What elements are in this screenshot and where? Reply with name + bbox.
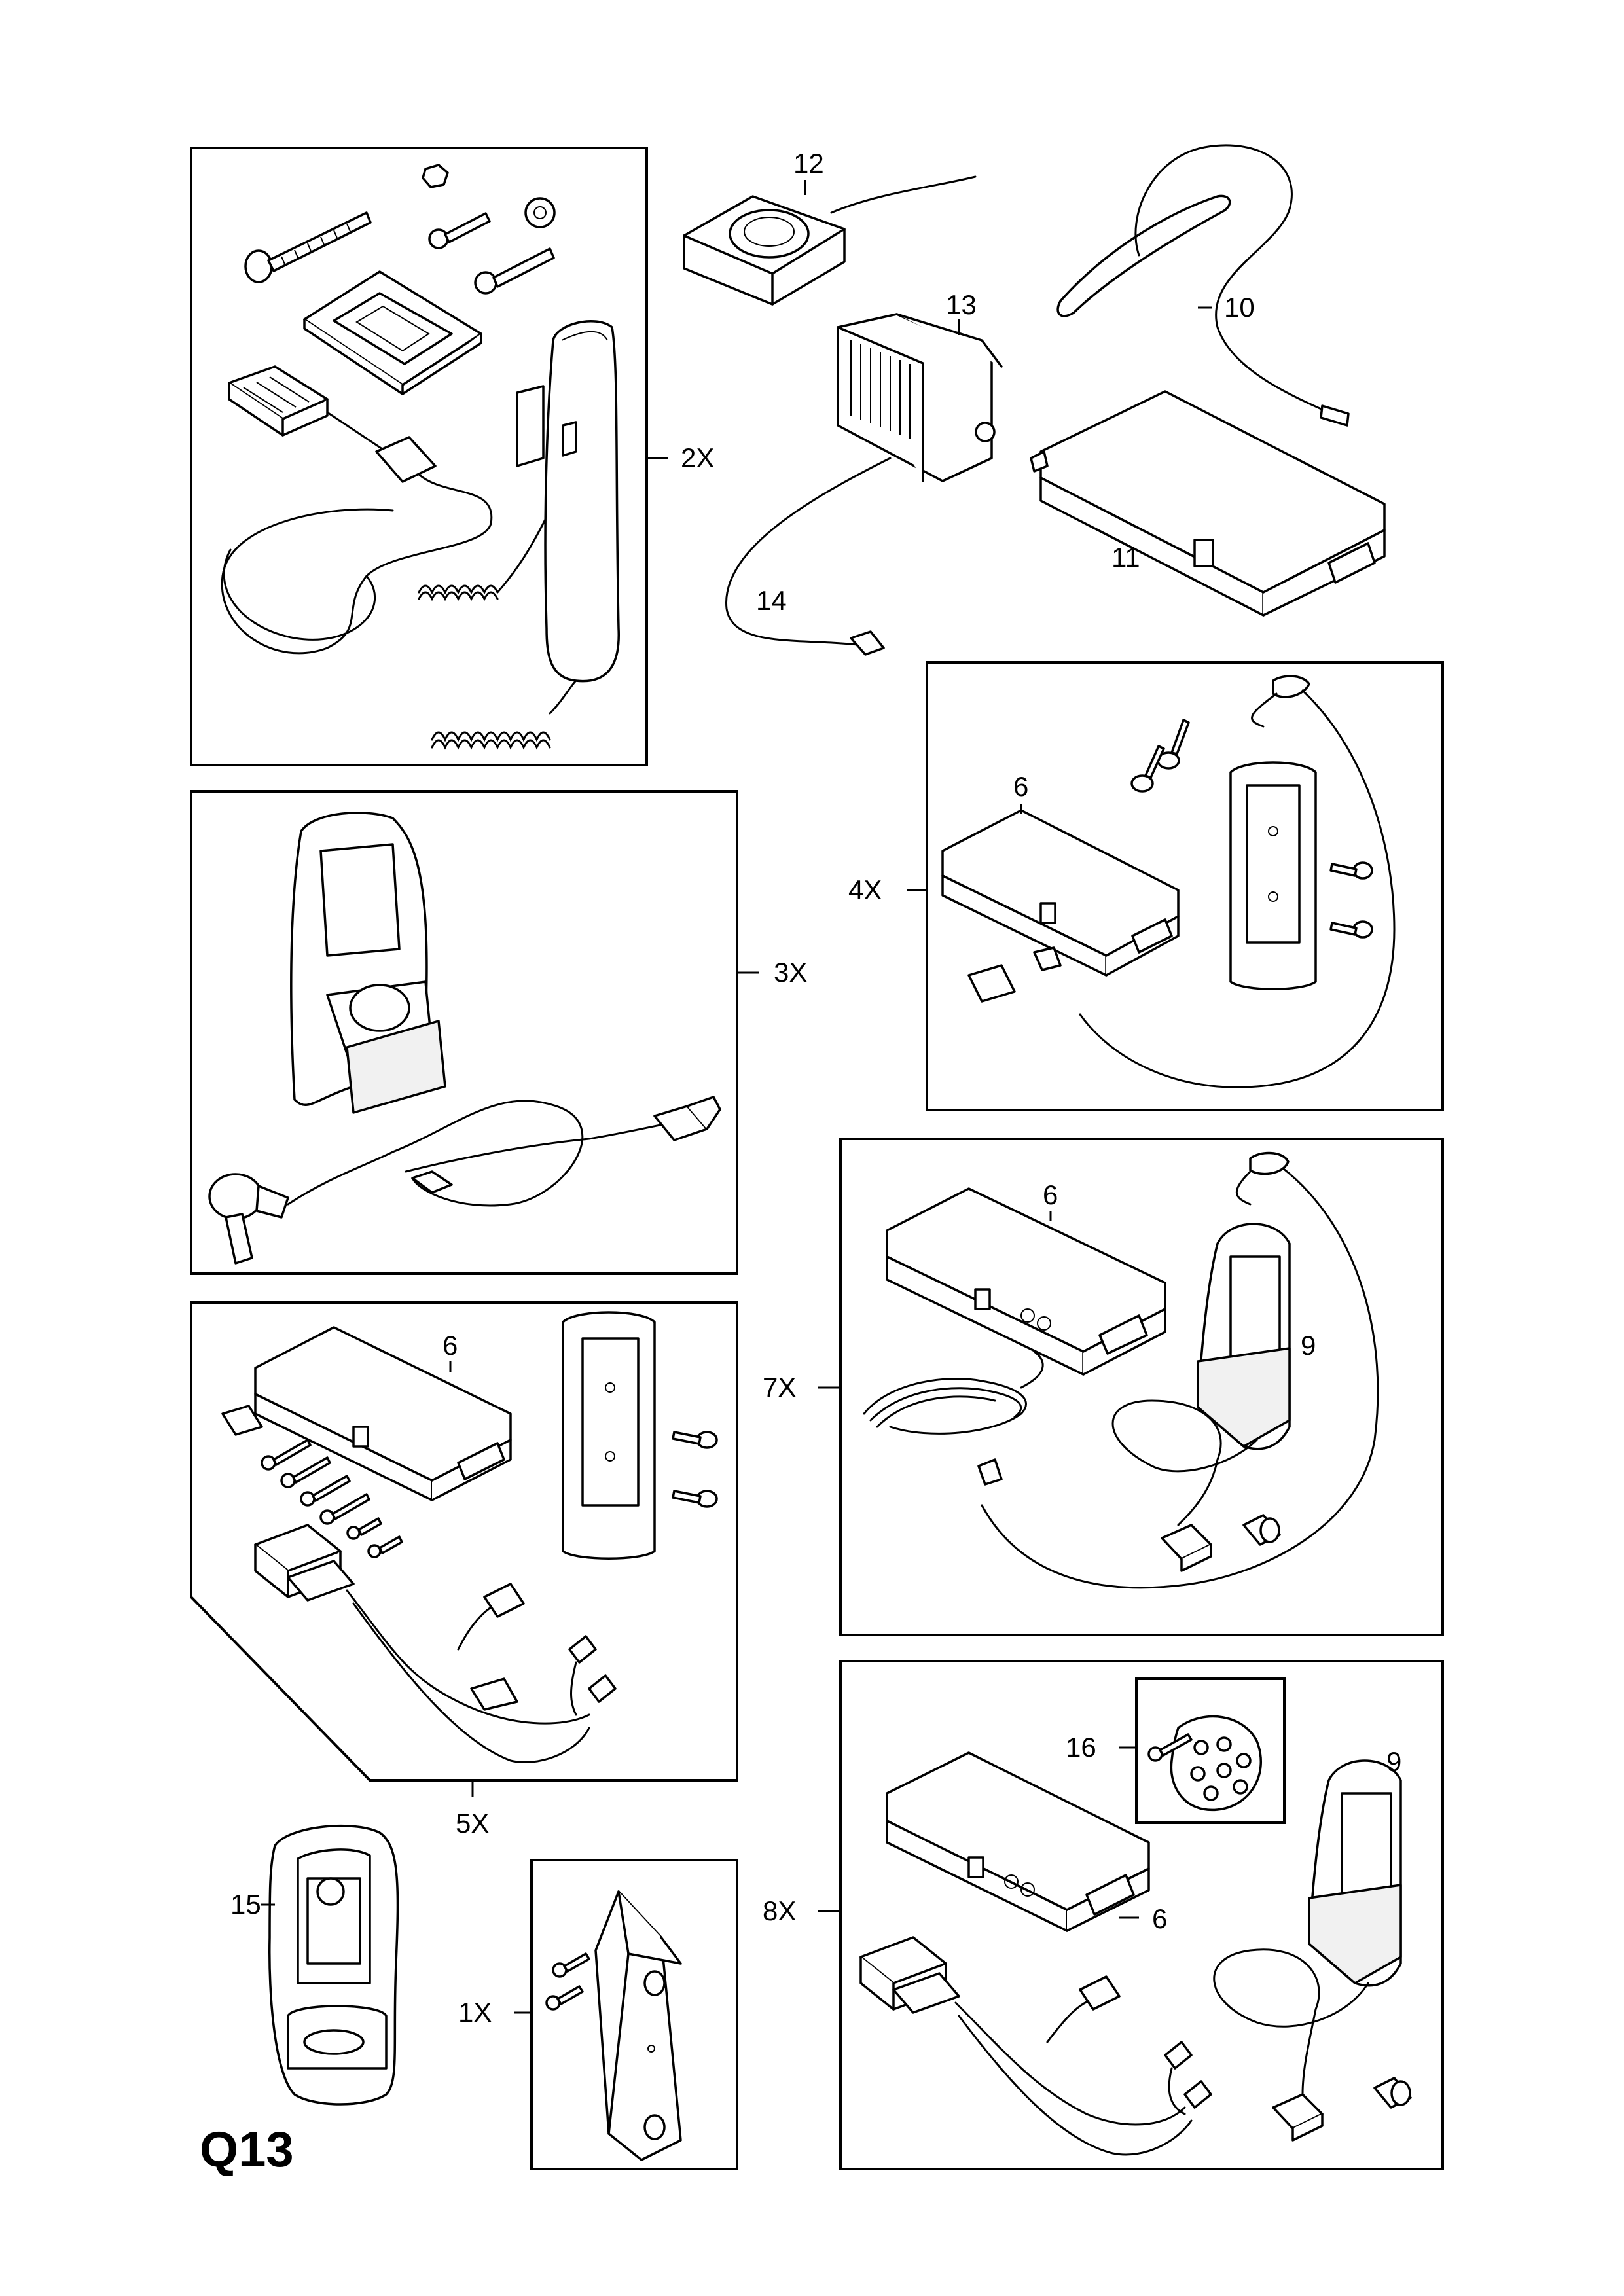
- part-label-6-7x: 6: [1043, 1179, 1058, 1210]
- db-connector-icon: [1161, 1524, 1212, 1572]
- speaker-grille-icon: [1170, 1715, 1262, 1812]
- control-unit-icon: [886, 1187, 1166, 1376]
- antenna-plug-icon: [981, 1151, 1379, 1589]
- part-label-15: 15: [230, 1889, 261, 1920]
- page-code: Q13: [200, 2122, 294, 2178]
- db-connector-icon: [1272, 2093, 1324, 2142]
- screw-icon: [545, 1952, 590, 2011]
- mounting-plate-icon: [303, 270, 482, 395]
- nut-icon: [422, 164, 449, 188]
- assembly-label-8x: 8X: [763, 1895, 796, 1926]
- part-15-holder-icon: [261, 1824, 399, 2106]
- assembly-label-4x: 4X: [848, 874, 882, 905]
- phone-cradle-icon: [1229, 761, 1317, 990]
- cable-bundle-icon: [863, 1350, 1044, 1435]
- coil-cord-long-icon: [431, 679, 577, 750]
- clip-icon: [470, 1677, 518, 1711]
- phone-cradle-icon: [562, 1311, 656, 1560]
- screw-icon: [244, 211, 372, 283]
- part-10-headset-icon: [1056, 144, 1350, 427]
- screw-icon: [1147, 1733, 1193, 1762]
- small-connector-icon: [483, 1583, 525, 1618]
- part-label-11: 11: [1111, 542, 1140, 573]
- part-label-6-5x: 6: [442, 1330, 458, 1361]
- bolt-icon: [428, 212, 555, 295]
- part-14-cable-icon: [725, 457, 892, 656]
- assembly-8x-box: [818, 1660, 1444, 2170]
- assembly-label-5x: 5X: [456, 1808, 489, 1839]
- assembly-1x-box: [514, 1859, 738, 2170]
- control-unit-icon: [941, 809, 1180, 977]
- control-unit-icon: [886, 1751, 1150, 1932]
- cigarette-plug-icon: [653, 1096, 721, 1141]
- clip-icon: [967, 964, 1016, 1003]
- part-12-pad-icon: [683, 175, 977, 306]
- assembly-label-3x: 3X: [774, 957, 807, 988]
- assembly-7x-box: [818, 1138, 1444, 1636]
- round-connector-icon: [1373, 2077, 1412, 2109]
- washer-icon: [524, 197, 556, 228]
- assembly-4x-box: [907, 661, 1444, 1111]
- round-connector-icon: [1242, 1514, 1281, 1546]
- assembly-label-1x: 1X: [458, 1997, 492, 2028]
- jack-plug-icon: [568, 1635, 617, 1716]
- part-label-6-4x: 6: [1013, 771, 1028, 802]
- part-label-14: 14: [756, 585, 787, 616]
- screw-set-icon: [261, 1439, 403, 1558]
- handset-holder-icon: [290, 812, 446, 1114]
- part-13-speaker-icon: [837, 313, 1003, 482]
- handset-icon: [516, 320, 620, 683]
- assembly-5x-box: [190, 1301, 738, 1797]
- assembly-2x-box: [190, 147, 668, 766]
- part-label-10: 10: [1224, 292, 1255, 323]
- screw-icon: [1130, 719, 1190, 793]
- phone-holder-icon: [1197, 1223, 1291, 1450]
- harness-connector-icon: [254, 1524, 355, 1602]
- part-label-6-8x: 6: [1152, 1903, 1167, 1934]
- plug-connector-icon: [228, 365, 437, 483]
- part-label-12: 12: [793, 148, 824, 179]
- jack-plug-icon: [1033, 946, 1062, 971]
- part-label-16: 16: [1066, 1732, 1096, 1763]
- part-11-control-unit-icon: [1030, 390, 1386, 617]
- part-label-9-7x: 9: [1301, 1330, 1316, 1361]
- jack-plug-icon: [977, 1458, 1003, 1486]
- antenna-plug-icon: [1079, 675, 1396, 1088]
- control-unit-icon: [254, 1326, 512, 1501]
- clip-icon: [221, 1405, 263, 1436]
- bolt-icon: [1329, 861, 1373, 939]
- adapter-plate-icon: [594, 1890, 682, 2161]
- cable-loop-icon: [221, 473, 493, 655]
- assembly-label-2x: 2X: [681, 442, 714, 473]
- harness-connector-icon: [859, 1936, 960, 2014]
- part-label-13: 13: [946, 289, 977, 320]
- assembly-label-7x: 7X: [763, 1372, 796, 1403]
- bolt-icon: [672, 1431, 718, 1508]
- part-16-box: [1119, 1677, 1286, 1824]
- assembly-3x-box: [190, 790, 759, 1275]
- microphone-icon: [208, 1173, 289, 1265]
- part-label-9-8x: 9: [1386, 1746, 1401, 1777]
- small-connector-icon: [1079, 1975, 1121, 2011]
- jack-plug-icon: [1164, 2041, 1212, 2115]
- phone-holder-icon: [1308, 1759, 1402, 1987]
